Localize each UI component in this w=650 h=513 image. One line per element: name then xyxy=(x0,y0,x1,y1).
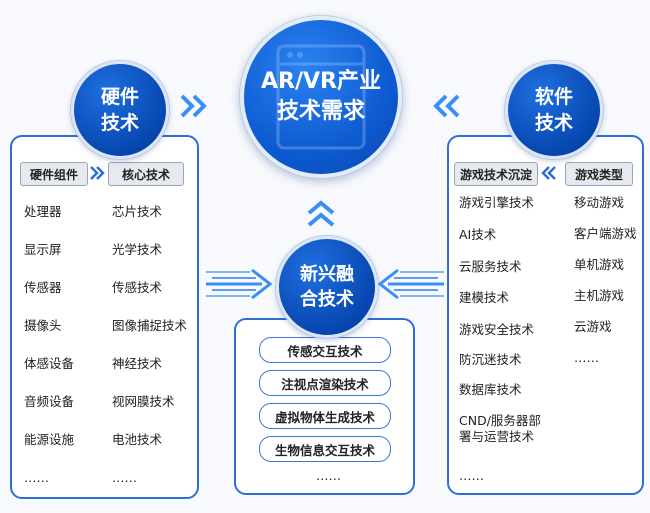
browser-window-icon xyxy=(276,44,366,150)
streak-arrow-left-icon xyxy=(378,268,444,300)
software-panel: 游戏技术沉淀 游戏类型 游戏引擎技术 AI技术云服务技术建模技术游戏安全技术防沉迷… xyxy=(447,135,644,495)
software-circle-line2: 技术 xyxy=(534,112,573,134)
game-tech-header: 游戏技术沉淀 xyxy=(454,162,538,186)
hardware-circle-line2: 技术 xyxy=(100,112,139,134)
chevron-left-icon xyxy=(541,166,556,180)
game-tech-item: …… xyxy=(459,468,484,483)
hardware-component-item: 摄像头 xyxy=(24,318,62,333)
core-tech-item: 视网膜技术 xyxy=(112,394,175,409)
game-tech-item: 防沉迷技术 xyxy=(459,352,522,367)
hardware-components-header: 硬件组件 xyxy=(20,162,88,186)
game-tech-item: 署与运营技术 xyxy=(459,429,535,444)
fusion-panel: 传感交互技术注视点渲染技术虚拟物体生成技术生物信息交互技术 …… xyxy=(234,318,415,495)
game-tech-item: 建模技术 xyxy=(459,290,510,305)
core-tech-item: 图像捕捉技术 xyxy=(112,318,188,333)
core-tech-item: 神经技术 xyxy=(112,356,163,371)
arrow-up-to-center-icon xyxy=(307,200,335,227)
game-tech-item: 云服务技术 xyxy=(459,259,522,274)
chevron-right-icon xyxy=(90,166,105,180)
hardware-tech-circle: 硬件技术 xyxy=(71,61,169,159)
hardware-panel: 硬件组件 核心技术 处理器显示屏传感器摄像头体感设备音频设备能源设施 …… 芯片技… xyxy=(10,135,199,499)
core-tech-item: …… xyxy=(112,470,137,485)
game-tech-item: CND/服务器部 xyxy=(459,413,541,428)
game-type-item: 移动游戏 xyxy=(574,195,625,210)
streak-arrow-right-icon xyxy=(206,268,272,300)
fusion-tech-pill: 生物信息交互技术 xyxy=(259,436,391,462)
fusion-tech-pill: 传感交互技术 xyxy=(259,337,391,363)
game-type-item: …… xyxy=(574,350,599,365)
game-type-item: 单机游戏 xyxy=(574,257,625,272)
game-tech-item: AI技术 xyxy=(459,227,497,242)
hardware-component-item: 处理器 xyxy=(24,204,62,219)
core-tech-item: 电池技术 xyxy=(112,432,163,447)
core-tech-item: 光学技术 xyxy=(112,242,163,257)
hardware-component-item: …… xyxy=(24,470,49,485)
hardware-circle-line1: 硬件 xyxy=(100,86,139,108)
game-type-header: 游戏类型 xyxy=(565,162,633,186)
center-line1: AR/VR产业 xyxy=(261,69,381,94)
game-tech-item: 游戏安全技术 xyxy=(459,322,535,337)
fusion-more-item: …… xyxy=(316,468,341,483)
game-tech-item: 游戏引擎技术 xyxy=(459,195,535,210)
fusion-circle-line2: 合技术 xyxy=(300,289,354,310)
software-circle-line1: 软件 xyxy=(534,86,573,108)
hardware-component-item: 能源设施 xyxy=(24,432,75,447)
arrow-left-to-center-icon xyxy=(433,94,460,118)
hardware-component-item: 传感器 xyxy=(24,280,62,295)
center-line2: 技术需求 xyxy=(276,99,365,124)
game-type-item: 主机游戏 xyxy=(574,288,625,303)
fusion-circle-line1: 新兴融 xyxy=(300,264,354,285)
game-type-item: 客户端游戏 xyxy=(574,226,637,241)
fusion-tech-pill: 虚拟物体生成技术 xyxy=(259,403,391,429)
hardware-component-item: 音频设备 xyxy=(24,394,75,409)
software-tech-circle: 软件技术 xyxy=(505,61,603,159)
hardware-component-item: 显示屏 xyxy=(24,242,62,257)
core-tech-item: 传感技术 xyxy=(112,280,163,295)
game-type-item: 云游戏 xyxy=(574,319,612,334)
core-tech-item: 芯片技术 xyxy=(112,204,163,219)
game-tech-item: 数据库技术 xyxy=(459,382,522,397)
fusion-tech-pill: 注视点渲染技术 xyxy=(259,370,391,396)
core-tech-header: 核心技术 xyxy=(108,162,184,186)
hardware-component-item: 体感设备 xyxy=(24,356,75,371)
arrow-right-to-center-icon xyxy=(180,94,207,118)
fusion-tech-circle: 新兴融合技术 xyxy=(276,236,378,338)
center-demand-circle: AR/VR产业技术需求 xyxy=(240,16,402,178)
